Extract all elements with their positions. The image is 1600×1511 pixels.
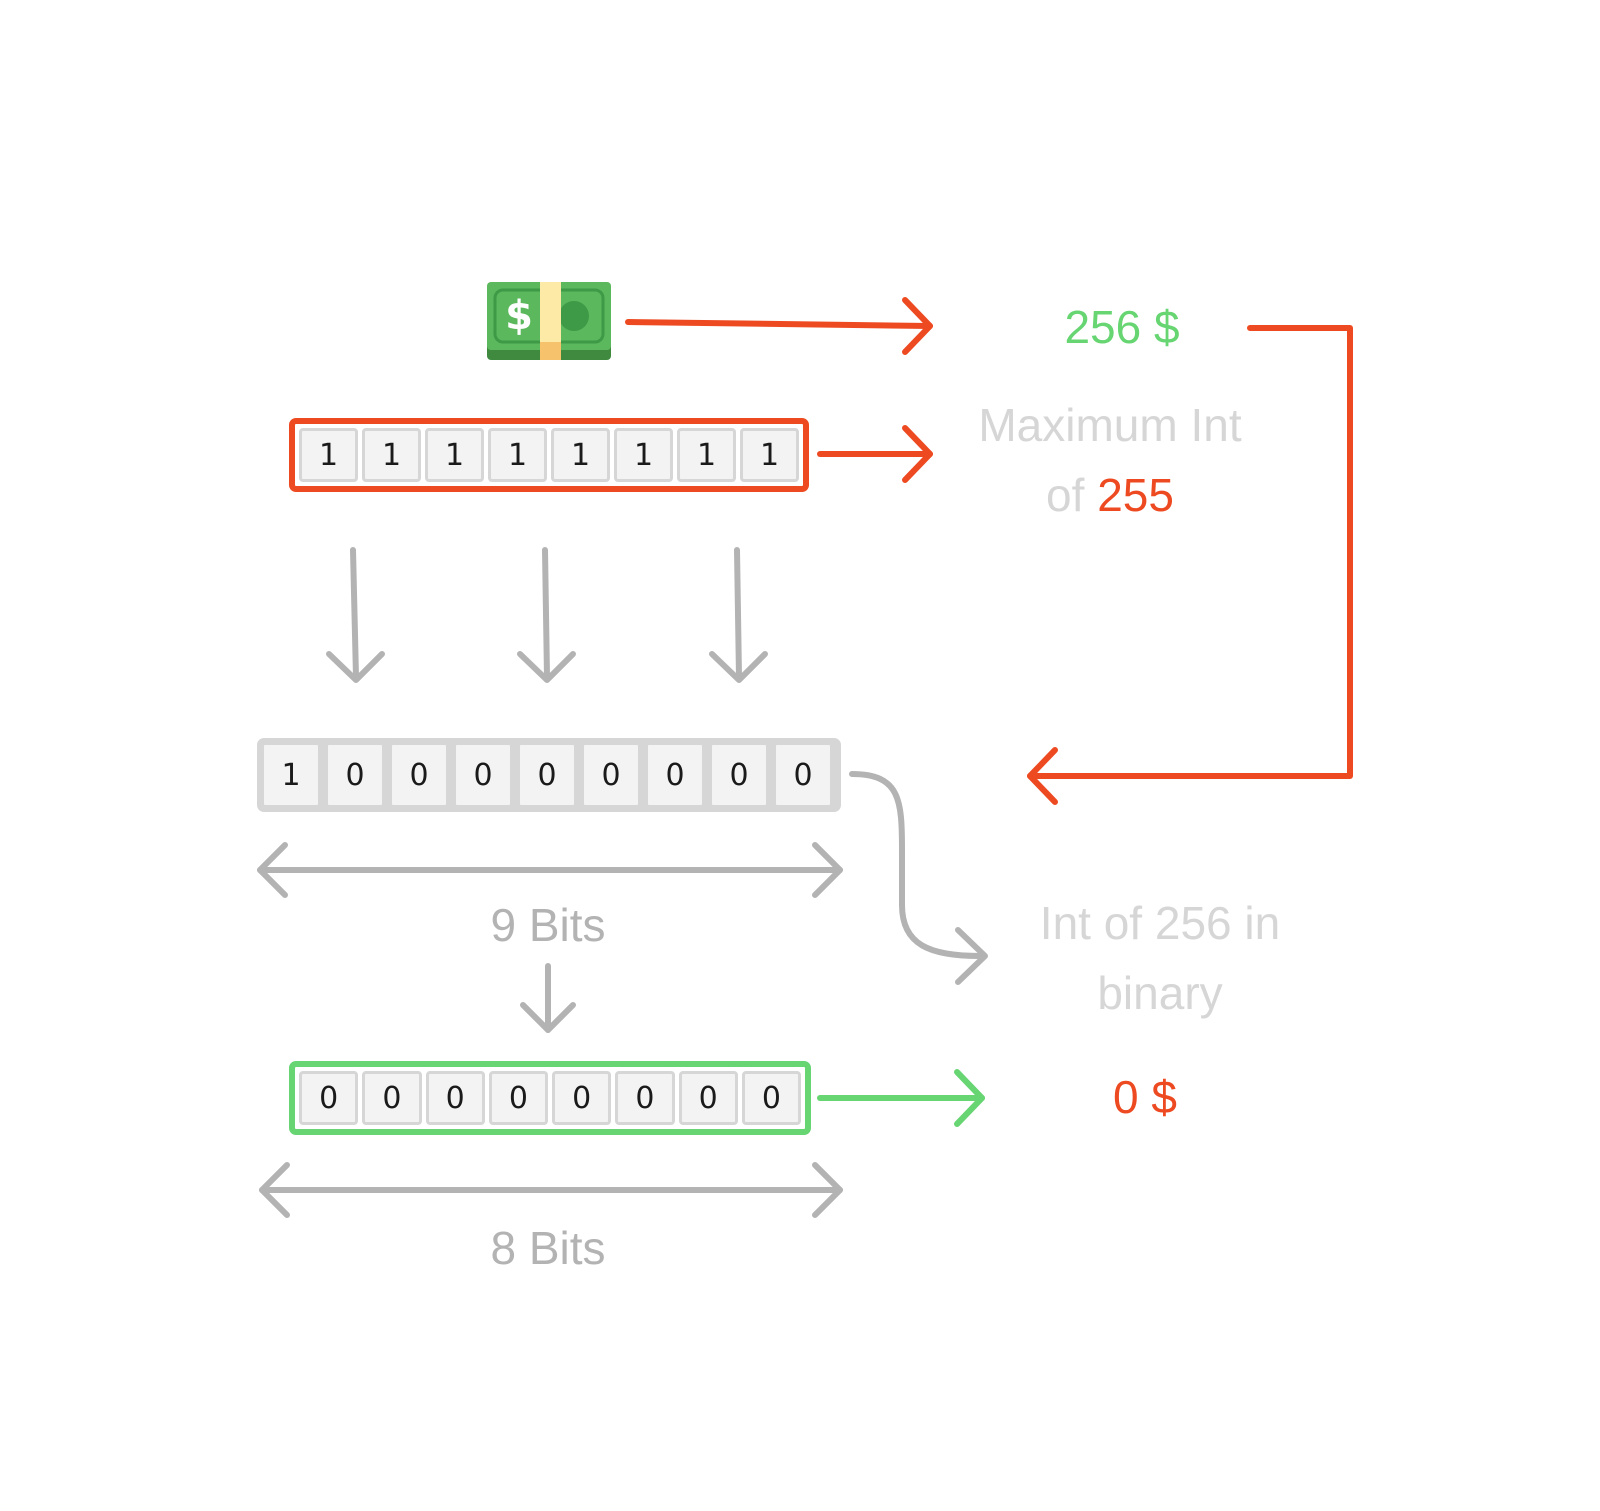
maximum-int-label: Maximum Int	[978, 399, 1242, 451]
nine-bits-span-arrow	[257, 842, 843, 898]
zero-bits-to-result-arrow	[817, 1069, 985, 1127]
svg-text:$: $	[505, 293, 533, 339]
overflow-result-bit-row: 0 0 0 0 0 0 0 0	[289, 1061, 811, 1135]
nine-bits-to-label-arrow	[849, 771, 988, 985]
bit-cell: 0	[389, 742, 449, 808]
down-arrow-middle	[517, 547, 576, 683]
bit-cell: 1	[740, 428, 799, 482]
add-one-loop-arrow	[1027, 325, 1353, 805]
bit-cell: 0	[517, 742, 577, 808]
down-arrow-right	[709, 547, 768, 683]
bit-cell: 1	[614, 428, 673, 482]
bit-cell: 1	[261, 742, 321, 808]
dollars-256-label: 256 $	[1064, 301, 1180, 353]
money-to-256-arrow	[625, 297, 933, 355]
maximum-int-value: 255	[1097, 469, 1174, 521]
bit-cell: 1	[488, 428, 547, 482]
int-256-binary-label-line2: binary	[1097, 967, 1223, 1019]
bit-cell: 1	[362, 428, 421, 482]
max-bits-to-label-arrow	[817, 425, 933, 483]
bit-cell: 0	[678, 1071, 738, 1125]
maximum-int-of-text: of	[1046, 469, 1085, 521]
bit-cell: 0	[453, 742, 513, 808]
bit-cell: 0	[552, 1071, 612, 1125]
bit-cell: 0	[615, 1071, 675, 1125]
bit-cell: 1	[677, 428, 736, 482]
dollars-0-label: 0 $	[1113, 1071, 1177, 1123]
nine-bits-label: 9 Bits	[490, 899, 606, 951]
maximum-int-value-line: of 255	[960, 468, 1260, 522]
eight-bits-label: 8 Bits	[490, 1222, 606, 1274]
nine-bit-row: 1 0 0 0 0 0 0 0 0	[257, 738, 841, 812]
truncate-down-arrow	[520, 963, 576, 1033]
eight-bits-span-arrow	[259, 1162, 843, 1218]
bit-cell: 0	[425, 1071, 485, 1125]
bit-cell: 0	[299, 1071, 359, 1125]
bit-cell: 0	[488, 1071, 548, 1125]
bit-cell: 1	[551, 428, 610, 482]
int-256-binary-label: Int of 256 in	[1039, 897, 1281, 949]
bit-cell: 0	[581, 742, 641, 808]
bit-cell: 0	[773, 742, 833, 808]
bit-cell: 0	[741, 1071, 801, 1125]
bit-cell: 0	[645, 742, 705, 808]
bit-cell: 0	[325, 742, 385, 808]
bit-cell: 0	[709, 742, 769, 808]
bit-cell: 0	[362, 1071, 422, 1125]
bit-cell: 1	[425, 428, 484, 482]
dollar-banknote-icon: $	[487, 282, 611, 360]
down-arrow-left	[326, 547, 385, 683]
max-value-bit-row: 1 1 1 1 1 1 1 1	[289, 418, 809, 492]
bit-cell: 1	[299, 428, 358, 482]
